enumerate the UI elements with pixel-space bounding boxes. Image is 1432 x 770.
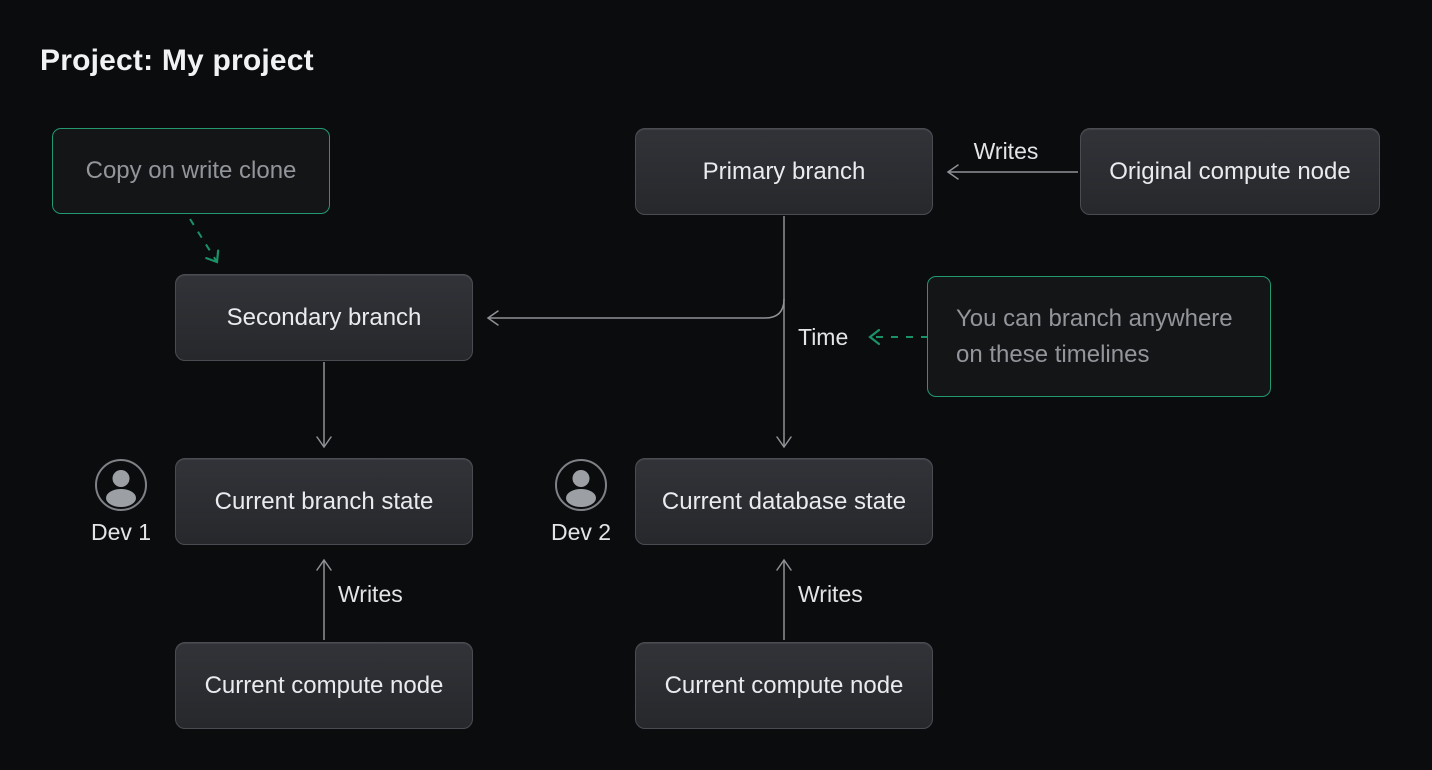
node-current-database-state-label: Current database state <box>661 487 907 515</box>
node-current-compute-left: Current compute node <box>175 642 473 729</box>
node-primary-branch: Primary branch <box>635 128 933 215</box>
dev2-user-icon <box>555 459 607 511</box>
dev2-group: Dev 2 <box>549 458 613 546</box>
node-primary-branch-label: Primary branch <box>702 157 866 185</box>
dev1-label: Dev 1 <box>90 519 152 545</box>
dev1-user-icon <box>95 459 147 511</box>
node-original-compute: Original compute node <box>1080 128 1380 215</box>
edge-branch-to-secondary <box>486 298 785 326</box>
dev2-label: Dev 2 <box>550 519 612 545</box>
node-current-compute-right: Current compute node <box>635 642 933 729</box>
node-original-compute-label: Original compute node <box>1109 157 1351 185</box>
edge-copy-on-write <box>189 218 220 264</box>
annotation-branch-anywhere-label: You can branch anywhere on these timelin… <box>956 304 1233 368</box>
annotation-copy-on-write-clone: Copy on write clone <box>52 128 330 214</box>
node-current-branch-state-label: Current branch state <box>214 487 434 515</box>
node-secondary-branch-label: Secondary branch <box>226 303 422 331</box>
node-secondary-branch: Secondary branch <box>175 274 473 361</box>
edge-label-writes-left: Writes <box>338 581 403 607</box>
edge-label-writes-top: Writes <box>973 138 1039 164</box>
edge-label-writes-right: Writes <box>798 581 863 607</box>
annotation-copy-on-write-clone-label: Copy on write clone <box>85 157 297 184</box>
dev1-group: Dev 1 <box>89 458 153 546</box>
node-current-compute-left-label: Current compute node <box>204 671 444 699</box>
node-current-database-state: Current database state <box>635 458 933 545</box>
edge-label-time: Time <box>798 324 849 350</box>
node-current-compute-right-label: Current compute node <box>664 671 904 699</box>
node-current-branch-state: Current branch state <box>175 458 473 545</box>
page-title: Project: My project <box>40 44 314 77</box>
annotation-branch-anywhere: You can branch anywhere on these timelin… <box>927 276 1271 397</box>
